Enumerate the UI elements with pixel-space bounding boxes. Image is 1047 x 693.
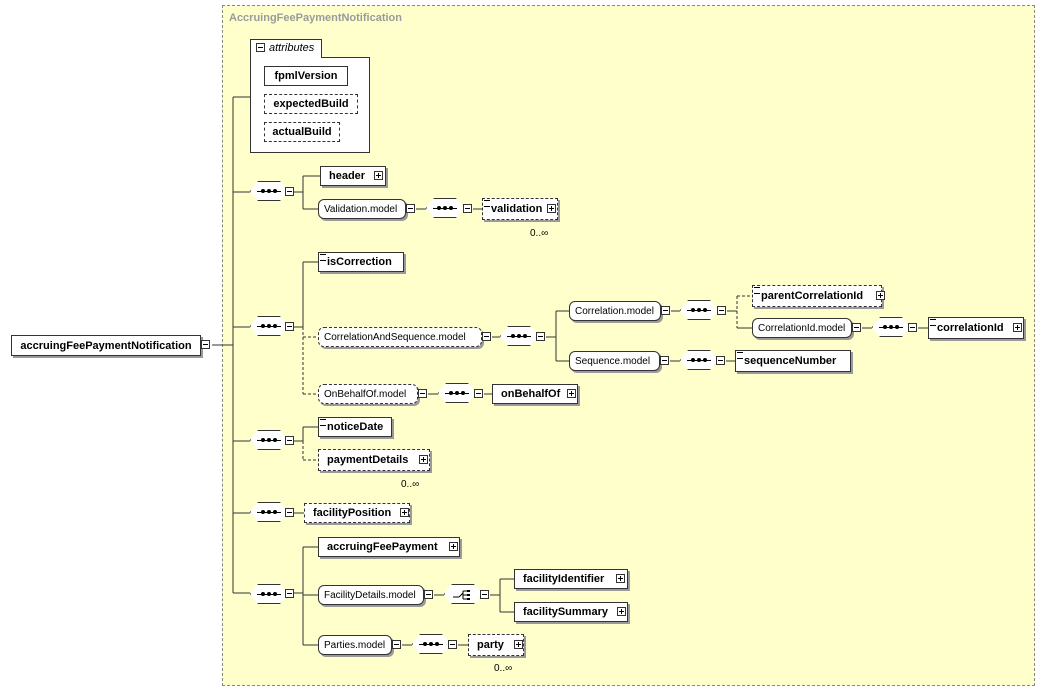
collapse-icon[interactable] — [908, 323, 917, 332]
element-iscorrection[interactable]: isCorrection — [318, 252, 404, 272]
expand-icon[interactable] — [449, 542, 458, 551]
expand-icon[interactable] — [547, 204, 556, 213]
collapse-icon[interactable] — [482, 332, 491, 341]
collapse-icon[interactable] — [536, 332, 545, 341]
element-sequencenumber[interactable]: sequenceNumber — [735, 350, 851, 372]
element-marker-icon — [754, 287, 760, 294]
element-party[interactable]: party — [468, 634, 524, 656]
expand-icon[interactable] — [567, 389, 576, 398]
collapse-icon[interactable] — [285, 322, 294, 331]
group-parties-model[interactable]: Parties.model — [318, 635, 392, 655]
sequence-compositor[interactable] — [872, 317, 912, 339]
collapse-icon[interactable] — [480, 590, 489, 599]
expand-icon[interactable] — [419, 455, 428, 464]
sequence-compositor[interactable] — [412, 634, 452, 656]
collapse-icon[interactable] — [661, 306, 670, 315]
expand-icon[interactable] — [616, 574, 625, 583]
group-onbehalfof-model[interactable]: OnBehalfOf.model — [318, 384, 418, 404]
sequence-compositor[interactable] — [250, 181, 290, 203]
element-header[interactable]: header — [320, 166, 386, 186]
attribute-expectedbuild[interactable]: expectedBuild — [264, 94, 358, 114]
collapse-icon[interactable] — [418, 389, 427, 398]
attribute-actualbuild[interactable]: actualBuild — [264, 122, 340, 142]
collapse-icon[interactable] — [448, 640, 457, 649]
collapse-icon[interactable] — [717, 306, 726, 315]
group-title: AccruingFeePaymentNotification — [229, 12, 402, 24]
collapse-icon[interactable] — [660, 356, 669, 365]
expand-icon[interactable] — [876, 291, 885, 300]
element-marker-icon — [320, 254, 326, 261]
collapse-icon[interactable] — [424, 590, 433, 599]
group-correlation-model[interactable]: Correlation.model — [569, 301, 661, 321]
element-marker-icon — [320, 419, 326, 426]
element-facilityidentifier[interactable]: facilityIdentifier — [514, 569, 628, 589]
group-correlationid-model[interactable]: CorrelationId.model — [752, 318, 852, 338]
collapse-icon[interactable] — [406, 204, 415, 213]
element-facilityposition[interactable]: facilityPosition — [304, 503, 410, 523]
occurrence-label: 0..∞ — [530, 228, 549, 239]
element-correlationid[interactable]: correlationId — [928, 317, 1024, 339]
group-validation-model[interactable]: Validation.model — [318, 199, 406, 219]
sequence-compositor[interactable] — [250, 430, 290, 452]
sequence-compositor[interactable] — [250, 316, 290, 338]
element-onbehalfof[interactable]: onBehalfOf — [492, 384, 578, 404]
element-paymentdetails[interactable]: paymentDetails — [318, 449, 430, 471]
attributes-label: attributes — [250, 39, 322, 58]
element-marker-icon — [737, 352, 743, 359]
expand-icon[interactable] — [400, 508, 409, 517]
sequence-compositor[interactable] — [250, 502, 290, 524]
collapse-icon[interactable] — [256, 43, 265, 52]
group-correlation-and-sequence-model[interactable]: CorrelationAndSequence.model — [318, 327, 482, 347]
element-validation[interactable]: validation — [482, 198, 558, 220]
collapse-icon[interactable] — [463, 204, 472, 213]
collapse-icon[interactable] — [852, 323, 861, 332]
group-sequence-model[interactable]: Sequence.model — [569, 351, 660, 371]
collapse-icon[interactable] — [201, 340, 210, 349]
choice-compositor[interactable] — [444, 584, 484, 606]
attribute-fpmlversion[interactable]: fpmlVersion — [264, 66, 348, 86]
collapse-icon[interactable] — [392, 640, 401, 649]
expand-icon[interactable] — [617, 607, 626, 616]
expand-icon[interactable] — [374, 171, 383, 180]
collapse-icon[interactable] — [474, 389, 483, 398]
sequence-compositor[interactable] — [680, 300, 720, 322]
element-noticedate[interactable]: noticeDate — [318, 417, 392, 437]
element-facilitysummary[interactable]: facilitySummary — [514, 602, 628, 622]
collapse-icon[interactable] — [285, 187, 294, 196]
collapse-icon[interactable] — [285, 508, 294, 517]
sequence-compositor[interactable] — [500, 326, 540, 348]
occurrence-label: 0..∞ — [494, 663, 513, 674]
sequence-compositor[interactable] — [426, 198, 466, 220]
sequence-compositor[interactable] — [250, 584, 290, 606]
element-marker-icon — [930, 319, 936, 326]
group-facilitydetails-model[interactable]: FacilityDetails.model — [318, 585, 424, 605]
element-parentcorrelationid[interactable]: parentCorrelationId — [752, 285, 882, 307]
expand-icon[interactable] — [1013, 323, 1022, 332]
element-accruingfeepayment[interactable]: accruingFeePayment — [318, 537, 460, 557]
collapse-icon[interactable] — [716, 356, 725, 365]
sequence-compositor[interactable] — [680, 350, 720, 372]
collapse-icon[interactable] — [285, 589, 294, 598]
sequence-compositor[interactable] — [438, 383, 478, 405]
root-element[interactable]: accruingFeePaymentNotification — [11, 335, 201, 356]
element-marker-icon — [484, 200, 490, 207]
collapse-icon[interactable] — [285, 436, 294, 445]
occurrence-label: 0..∞ — [401, 479, 420, 490]
expand-icon[interactable] — [514, 640, 523, 649]
